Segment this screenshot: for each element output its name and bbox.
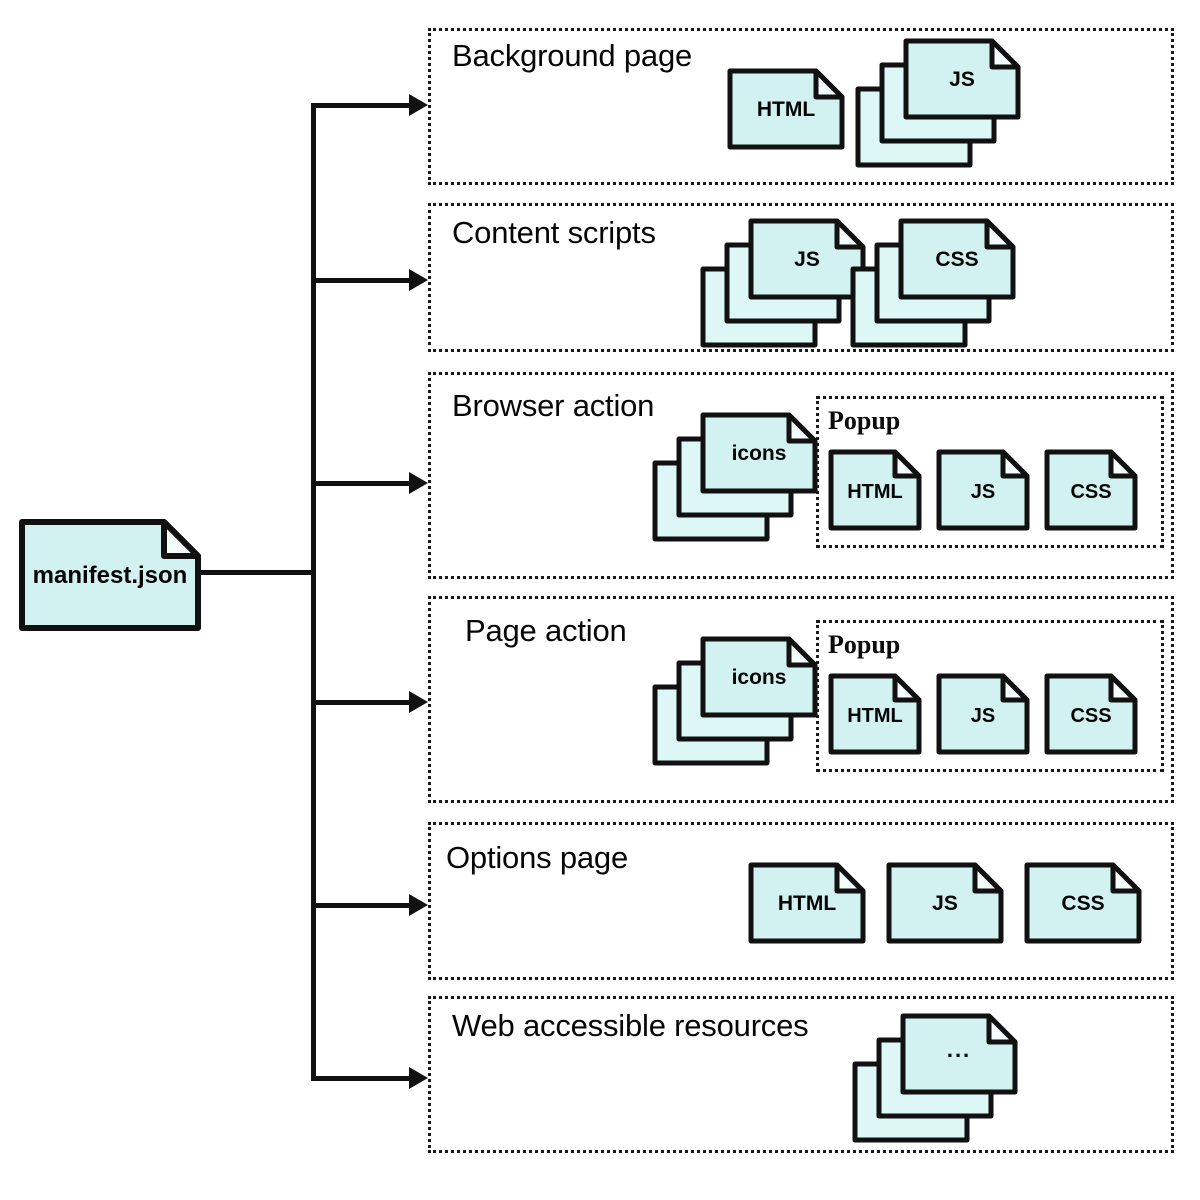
document-icon (900, 1013, 1018, 1095)
doc-js-popup-page-action[interactable]: JS (936, 673, 1030, 755)
document-icon (727, 68, 845, 150)
document-stack-front-sheet: JS (903, 38, 1021, 120)
section-browser-action[interactable] (428, 372, 1174, 579)
document-icon (903, 38, 1021, 120)
document-icon (936, 673, 1030, 755)
section-browser-action-title: Browser action (452, 388, 655, 423)
doc-css-options-page[interactable]: CSS (1024, 862, 1142, 944)
manifest-json-node[interactable]: manifest.json (18, 518, 202, 632)
section-options-page[interactable] (428, 822, 1174, 980)
section-page-action[interactable] (428, 596, 1174, 803)
arrow-right-icon-1 (409, 94, 428, 116)
popup-group-page-action-title: Popup (828, 630, 901, 659)
arrow-right-icon-6 (409, 1067, 428, 1089)
document-stack-front-sheet: icons (700, 636, 818, 718)
document-stack-front-sheet: CSS (898, 218, 1016, 300)
popup-group-browser-action[interactable] (816, 396, 1164, 548)
connector-branch-6 (311, 1076, 411, 1081)
doc-stack-js-content[interactable]: JS (700, 218, 870, 348)
connector-branch-2 (311, 278, 411, 283)
section-page-action-title: Page action (465, 613, 627, 648)
document-icon (1044, 673, 1138, 755)
document-icon (886, 862, 1004, 944)
doc-stack-icons-page-action[interactable]: icons (652, 636, 822, 766)
section-content-scripts[interactable] (428, 203, 1174, 352)
doc-js-popup-browser-action[interactable]: JS (936, 449, 1030, 531)
document-icon (936, 449, 1030, 531)
document-icon (19, 519, 201, 631)
doc-stack-icons-browser-action[interactable]: icons (652, 412, 822, 542)
document-icon (700, 636, 818, 718)
doc-html-popup-browser-action[interactable]: HTML (828, 449, 922, 531)
connector-branch-5 (311, 903, 411, 908)
document-stack-front-sheet: icons (700, 412, 818, 494)
connector-trunk (311, 103, 316, 1081)
doc-html-popup-page-action[interactable]: HTML (828, 673, 922, 755)
arrow-right-icon-2 (409, 269, 428, 291)
connector-branch-1 (311, 103, 411, 108)
document-icon (700, 412, 818, 494)
arrow-right-icon-5 (409, 894, 428, 916)
document-stack-front-sheet: ... (900, 1013, 1018, 1095)
document-stack-front-sheet: JS (748, 218, 866, 300)
document-icon (748, 218, 866, 300)
doc-stack-css-content[interactable]: CSS (850, 218, 1020, 348)
connector-branch-3 (311, 481, 411, 486)
doc-css-popup-browser-action[interactable]: CSS (1044, 449, 1138, 531)
popup-group-browser-action-title: Popup (828, 406, 901, 435)
arrow-right-icon-3 (409, 472, 428, 494)
section-web-accessible-resources-title: Web accessible resources (452, 1008, 809, 1043)
document-icon (1024, 862, 1142, 944)
arrow-right-icon-4 (409, 691, 428, 713)
connector-root-stub (198, 570, 316, 575)
popup-group-page-action[interactable] (816, 620, 1164, 772)
doc-stack-js-background[interactable]: JS (855, 38, 1025, 168)
document-icon (828, 673, 922, 755)
doc-stack-web-accessible-resources[interactable]: ... (852, 1013, 1022, 1143)
doc-css-popup-page-action[interactable]: CSS (1044, 673, 1138, 755)
document-icon (898, 218, 1016, 300)
document-icon (1044, 449, 1138, 531)
doc-js-options-page[interactable]: JS (886, 862, 1004, 944)
section-options-page-title: Options page (446, 840, 629, 875)
section-background-page-title: Background page (452, 38, 693, 73)
connector-branch-4 (311, 700, 411, 705)
document-icon (748, 862, 866, 944)
section-content-scripts-title: Content scripts (452, 215, 656, 250)
doc-html-background[interactable]: HTML (727, 68, 845, 150)
section-web-accessible-resources[interactable] (428, 996, 1174, 1153)
document-icon (828, 449, 922, 531)
section-background-page[interactable] (428, 28, 1174, 185)
doc-html-options-page[interactable]: HTML (748, 862, 866, 944)
